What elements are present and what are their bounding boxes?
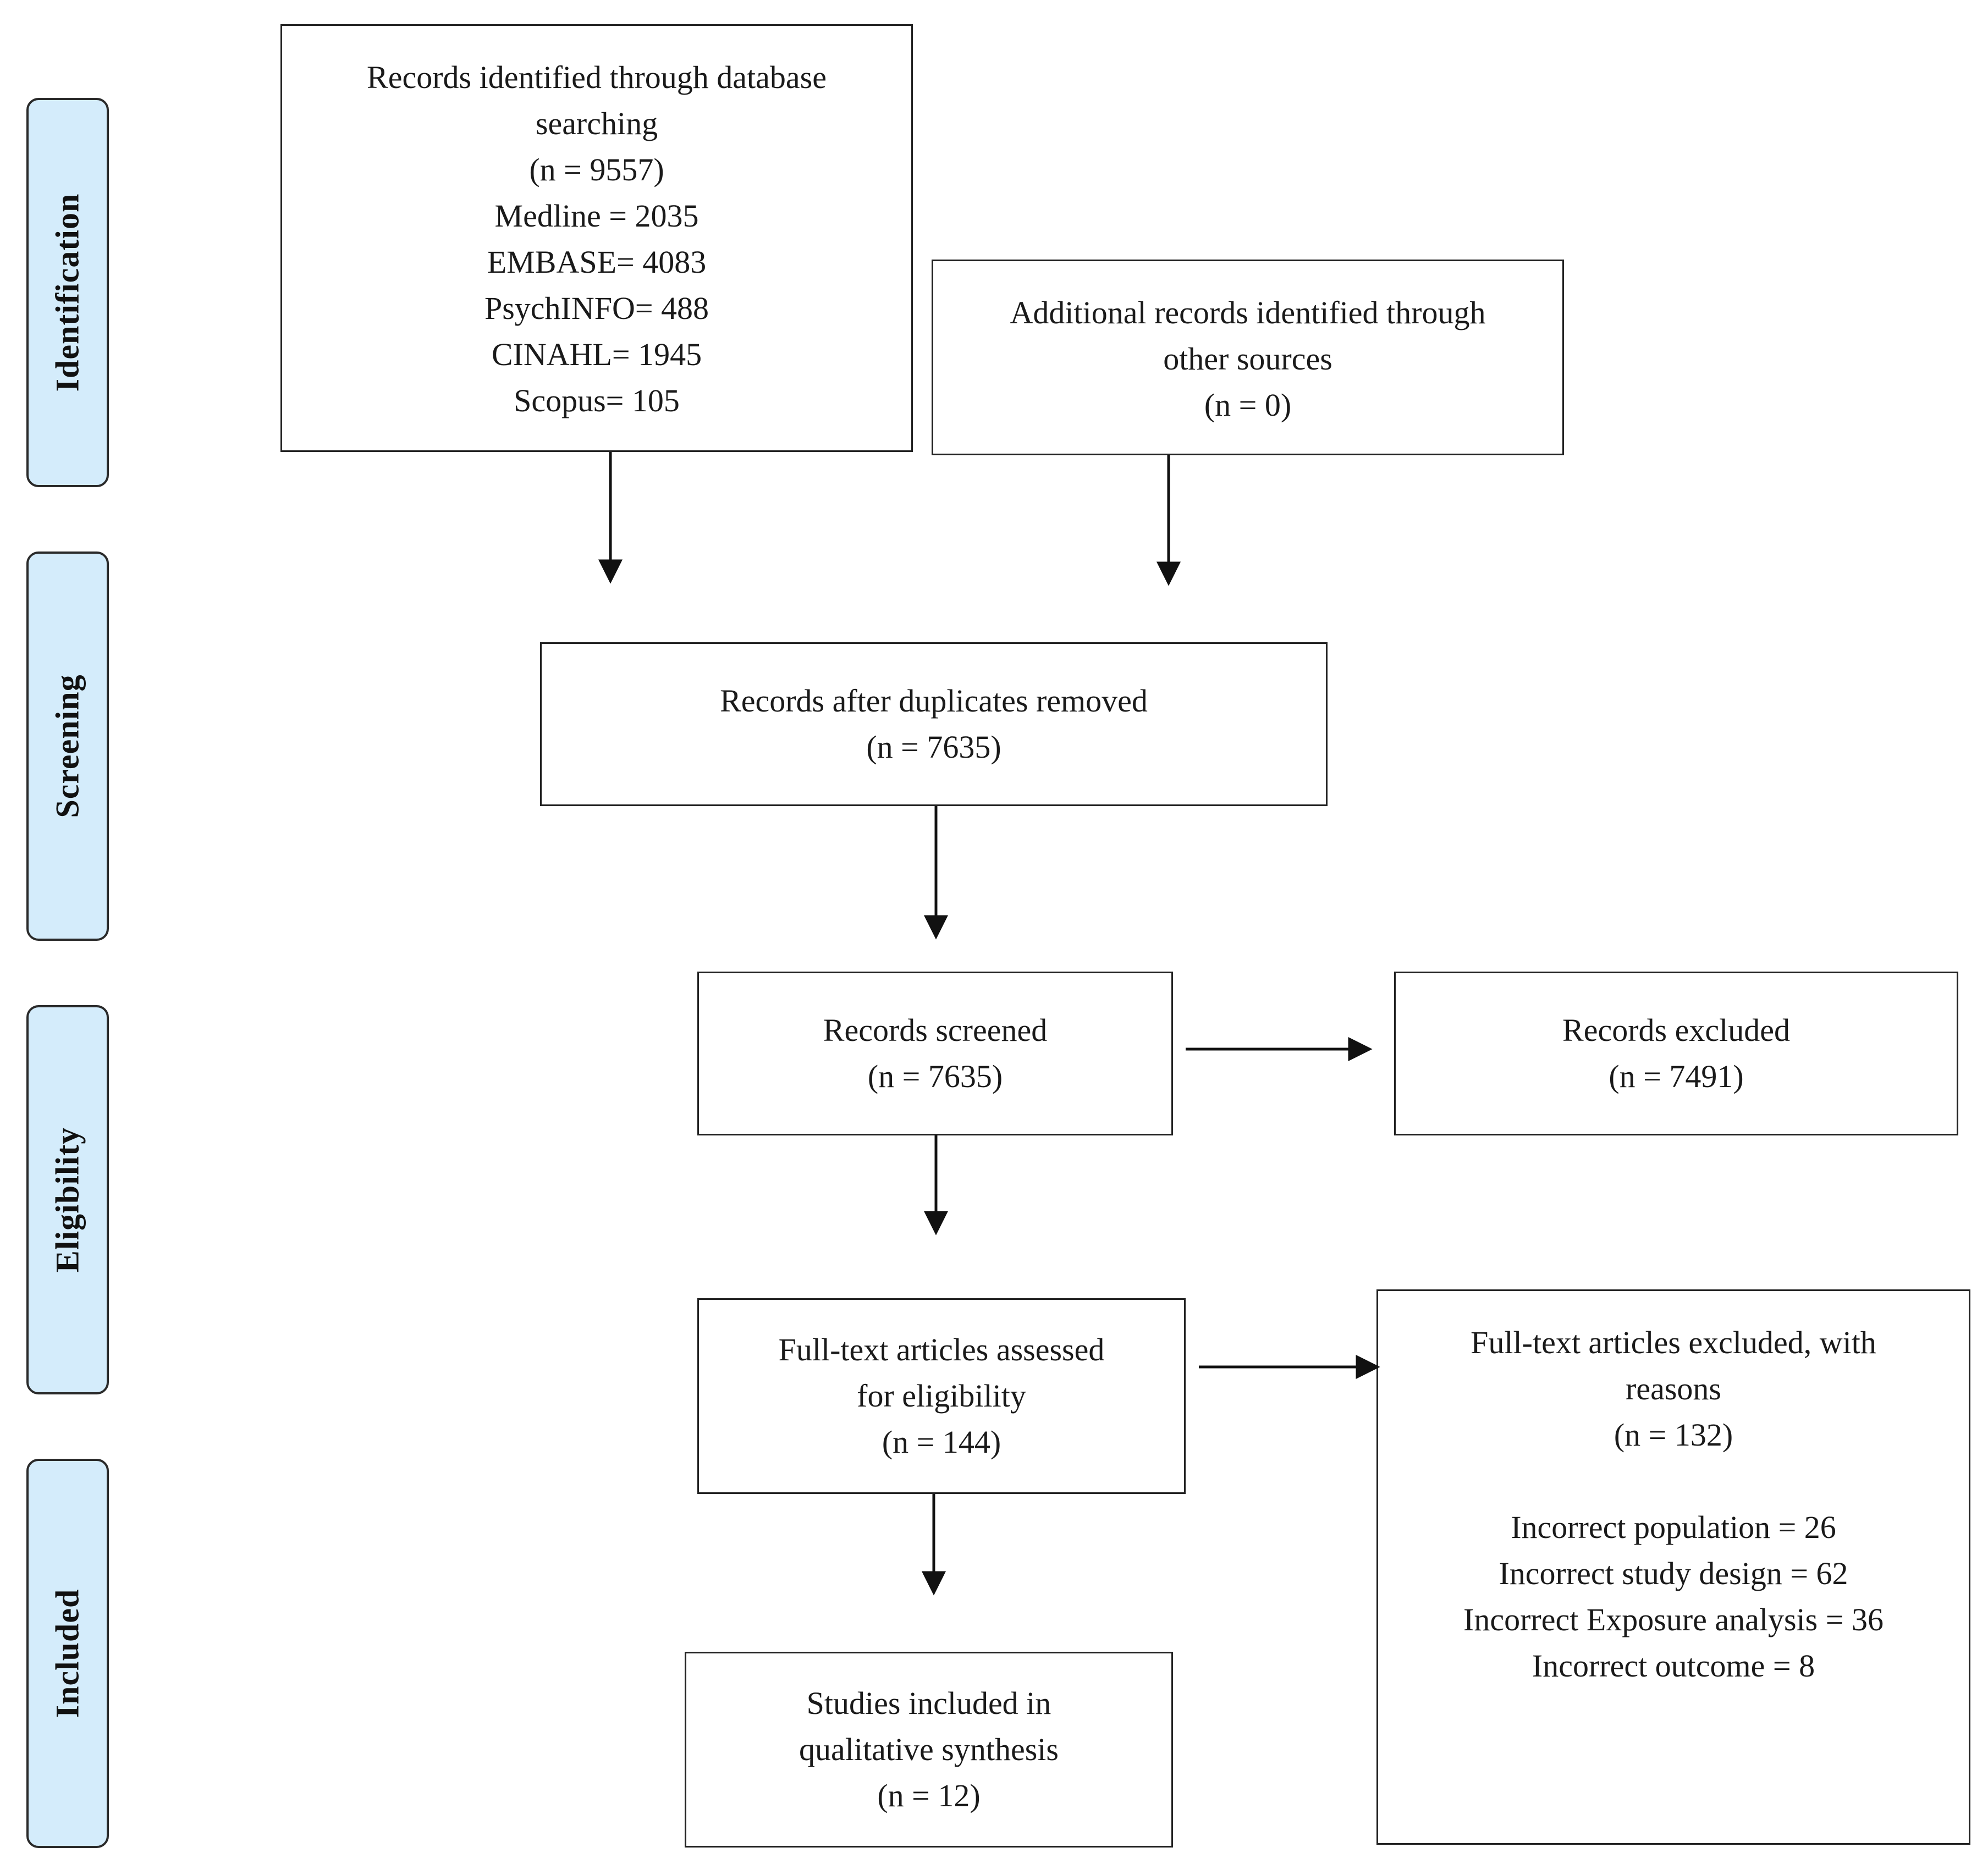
source-count-embase: EMBASE= 4083 (487, 244, 707, 280)
box-line: reasons (1626, 1371, 1721, 1407)
box-line: Records screened (823, 1012, 1048, 1048)
box-line: for eligibility (857, 1378, 1026, 1414)
duplicates-removed-box: Records after duplicates removed (n = 76… (540, 642, 1328, 806)
exclusion-reason: Incorrect outcome = 8 (1532, 1648, 1815, 1684)
stage-label-identification: Identification (26, 98, 109, 487)
box-line: searching (535, 106, 658, 141)
source-count-medline: Medline = 2035 (494, 198, 699, 234)
box-line: qualitative synthesis (799, 1731, 1059, 1767)
records-excluded-box: Records excluded (n = 7491) (1394, 972, 1958, 1135)
database-search-box: Records identified through database sear… (280, 24, 913, 452)
arrow-screened-to-excluded (1186, 1036, 1373, 1062)
stage-label-included: Included (26, 1459, 109, 1848)
arrow-database-to-duplicates (598, 452, 623, 584)
stage-label-eligibility: Eligibility (26, 1005, 109, 1394)
fulltext-assessed-box: Full-text articles assessed for eligibil… (697, 1298, 1186, 1494)
box-line: Additional records identified through (1010, 295, 1486, 330)
arrow-fulltext-to-excluded (1199, 1354, 1380, 1380)
studies-included-box: Studies included in qualitative synthesi… (685, 1652, 1173, 1848)
arrow-duplicates-to-screened (923, 806, 949, 940)
box-line: Full-text articles assessed (778, 1332, 1105, 1367)
box-line: Records identified through database (367, 59, 827, 95)
box-line: (n = 7491) (1609, 1058, 1744, 1094)
source-count-cinahl: CINAHL= 1945 (491, 337, 702, 372)
box-line: (n = 9557) (529, 152, 664, 187)
source-count-scopus: Scopus= 105 (514, 383, 680, 418)
arrow-other-to-duplicates (1156, 455, 1181, 586)
box-line: (n = 7635) (867, 1058, 1003, 1094)
box-line: (n = 0) (1204, 387, 1292, 423)
box-line: Records excluded (1562, 1012, 1790, 1048)
other-sources-box: Additional records identified through ot… (932, 260, 1564, 455)
box-line: (n = 7635) (866, 729, 1001, 765)
box-line: Records after duplicates removed (720, 683, 1148, 719)
source-count-psychinfo: PsychINFO= 488 (484, 290, 709, 326)
fulltext-excluded-box: Full-text articles excluded, with reason… (1376, 1289, 1970, 1845)
box-line: other sources (1163, 341, 1332, 377)
stage-label-screening: Screening (26, 552, 109, 941)
box-line: Studies included in (806, 1685, 1051, 1721)
records-screened-box: Records screened (n = 7635) (697, 972, 1173, 1135)
box-line: Full-text articles excluded, with (1471, 1325, 1876, 1360)
exclusion-reason: Incorrect population = 26 (1511, 1509, 1836, 1545)
box-line: (n = 132) (1613, 1417, 1733, 1453)
box-line: (n = 144) (882, 1424, 1001, 1460)
exclusion-reason: Incorrect study design = 62 (1499, 1556, 1848, 1591)
exclusion-reason: Incorrect Exposure analysis = 36 (1463, 1602, 1884, 1637)
arrow-screened-to-fulltext (923, 1135, 949, 1236)
arrow-fulltext-to-included (921, 1494, 946, 1596)
box-line: (n = 12) (877, 1778, 981, 1813)
